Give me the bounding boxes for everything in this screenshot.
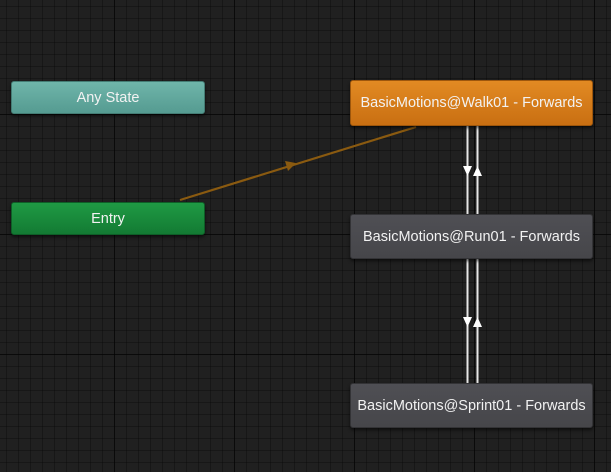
any-state-label: Any State [76, 89, 140, 106]
entry-label: Entry [91, 210, 125, 227]
any-state-node[interactable]: Any State [11, 81, 205, 114]
run-to-sprint-transition[interactable] [463, 259, 472, 383]
run-state-label: BasicMotions@Run01 - Forwards [363, 228, 580, 245]
transition-arrow-icon [473, 166, 482, 176]
sprint-state-label: BasicMotions@Sprint01 - Forwards [357, 397, 586, 414]
transition-arrow-icon [285, 161, 296, 171]
walk-state-node[interactable]: BasicMotions@Walk01 - Forwards [350, 80, 593, 126]
sprint-state-node[interactable]: BasicMotions@Sprint01 - Forwards [350, 383, 593, 428]
run-state-node[interactable]: BasicMotions@Run01 - Forwards [350, 214, 593, 259]
transition-arrow-icon [463, 317, 472, 327]
walk-to-run-transition[interactable] [463, 126, 472, 214]
run-to-walk-transition[interactable] [473, 126, 482, 214]
transition-arrow-icon [463, 166, 472, 176]
sprint-to-run-transition[interactable] [473, 259, 482, 383]
entry-node[interactable]: Entry [11, 202, 205, 235]
entry-to-walk-transition[interactable] [179, 125, 417, 202]
walk-state-label: BasicMotions@Walk01 - Forwards [360, 95, 583, 111]
transition-arrow-icon [473, 317, 482, 327]
